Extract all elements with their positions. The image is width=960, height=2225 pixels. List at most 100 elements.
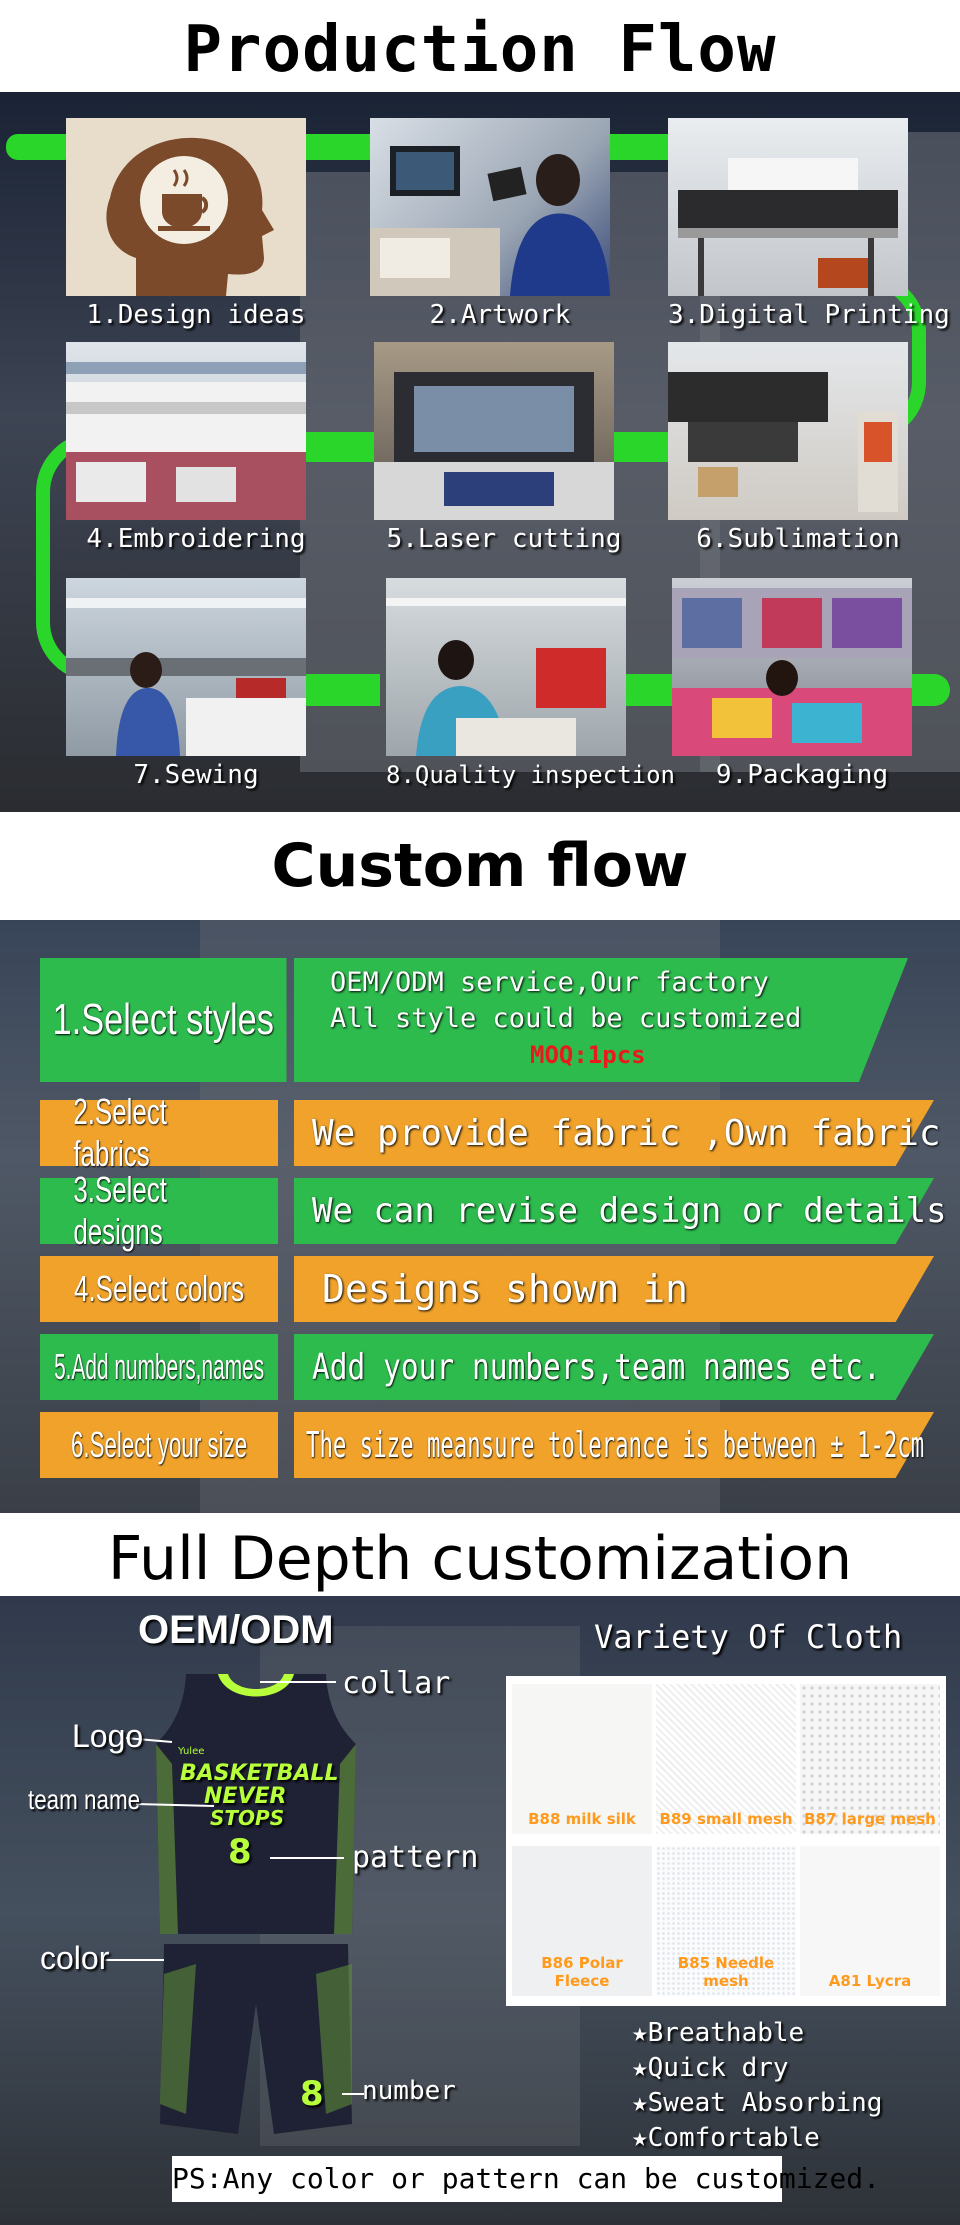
row-label-text: 5.Add numbers,names (53, 1346, 265, 1387)
step-caption: 9.Packaging (715, 760, 889, 790)
row-label-text: 4.Select colors (73, 1268, 244, 1309)
label-logo: Logo (72, 1718, 144, 1754)
flow-connector (300, 674, 380, 706)
feature-item: ★Breathable (632, 2018, 805, 2048)
swatch-label: B86 Polar Fleece (541, 1954, 623, 1990)
step-design-ideas: 1.Design ideas (66, 118, 306, 338)
row-value-banner (294, 1178, 934, 1244)
swatch-lycra: A81 Lycra (800, 1846, 940, 1996)
swatch-label: B88 milk silk (528, 1810, 636, 1828)
flow-connector (300, 134, 380, 160)
custom-flow-title: Custom flow (0, 812, 960, 920)
jersey-number: 8 (228, 1832, 252, 1872)
row-value: Add your numbers,team names etc. (312, 1334, 960, 1400)
step-caption: 2.Artwork (429, 300, 571, 330)
row-label-text: 6.Select your size (70, 1424, 248, 1465)
design-ideas-image (66, 118, 306, 296)
production-flow-panel: 1.Design ideas 2.Artwork (0, 92, 960, 812)
swatch-label: B87 large mesh (804, 1810, 936, 1828)
feature-item: ★Comfortable (632, 2123, 820, 2153)
swatch-small-mesh: B89 small mesh (656, 1684, 796, 1834)
swatch-label: B89 small mesh (659, 1810, 793, 1828)
label-number: number (362, 2076, 456, 2106)
cloth-swatch-grid: B88 milk silk B89 small mesh B87 large m… (506, 1676, 946, 2006)
row-label: 3.Select designs (40, 1169, 278, 1252)
swatch-milk-silk: B88 milk silk (512, 1684, 652, 1834)
flow-connector (600, 134, 680, 160)
step-quality-inspection: 8.Quality inspection (386, 578, 675, 798)
row-value-line: All style could be customized (330, 1002, 802, 1034)
row-label: 2.Select fabrics (40, 1091, 278, 1174)
custom-row-fabrics: 2.Select fabrics We provide fabric ,Own … (40, 1091, 960, 1174)
artwork-image (370, 118, 610, 296)
row-label-text: 2.Select fabrics (73, 1091, 167, 1174)
full-depth-title: Full Depth customization (0, 1513, 960, 1596)
digital-printing-image (668, 118, 908, 296)
jersey-brand-print: Yulee (178, 1746, 205, 1757)
row-value: We can revise design or details (312, 1191, 947, 1231)
step-artwork: 2.Artwork (370, 118, 610, 338)
laser-cutting-image (374, 342, 614, 520)
row-label: 1.Select styles (40, 958, 287, 1082)
label-team-name: team name (28, 1784, 168, 1816)
sublimation-image (668, 342, 908, 520)
feature-item: ★Quick dry (632, 2053, 789, 2083)
step-caption: 3.Digital Printing (668, 300, 950, 330)
row-value: Designs shown in (322, 1267, 689, 1311)
swatch-polar-fleece: B86 Polar Fleece (512, 1846, 652, 1996)
step-sublimation: 6.Sublimation (668, 342, 908, 562)
row-value-text: Add your numbers,team names etc. (312, 1346, 881, 1388)
jersey-print-line: BASKETBALL (180, 1761, 339, 1786)
sewing-image (66, 578, 306, 756)
step-laser-cutting: 5.Laser cutting (374, 342, 621, 562)
oem-odm-heading: OEM/ODM (138, 1608, 334, 1652)
row-value-banner (294, 1334, 934, 1400)
step-caption: 8.Quality inspection (386, 761, 675, 789)
basketball-jersey-image (156, 1674, 356, 2134)
step-caption: 7.Sewing (133, 760, 259, 790)
row-value: The size meansure tolerance is between ±… (306, 1412, 960, 1478)
flow-connector (6, 134, 76, 160)
ps-note: PS:Any color or pattern can be customize… (172, 2156, 880, 2202)
swatch-needle-mesh: B85 Needle mesh (656, 1846, 796, 1996)
label-pattern: pattern (352, 1840, 479, 1875)
step-caption: 1.Design ideas (86, 300, 306, 330)
shorts-number: 8 (300, 2074, 324, 2114)
label-collar: collar (342, 1666, 451, 1701)
moq-note: MOQ:1pcs (530, 1041, 646, 1069)
swatch-label: A81 Lycra (828, 1972, 912, 1990)
production-flow-title: Production Flow (0, 0, 960, 92)
swatch-large-mesh: B87 large mesh (800, 1684, 940, 1834)
flow-connector (300, 432, 380, 462)
step-caption: 6.Sublimation (696, 524, 900, 554)
row-value-text: The size meansure tolerance is between ±… (306, 1424, 925, 1466)
variety-of-cloth-heading: Variety Of Cloth (594, 1618, 903, 1656)
swatch-label: B85 Needle mesh (677, 1954, 775, 1990)
step-sewing: 7.Sewing (66, 578, 306, 798)
row-label: 5.Add numbers,names (40, 1334, 278, 1400)
row-value-banner (294, 1256, 934, 1322)
step-digital-printing: 3.Digital Printing (668, 118, 950, 338)
custom-row-size: 6.Select your size The size meansure tol… (40, 1412, 960, 1478)
row-label: 4.Select colors (40, 1256, 278, 1322)
jersey-print-line: NEVER (204, 1784, 287, 1809)
jersey-print-line: STOPS (210, 1806, 285, 1830)
label-team-name-text: team name (28, 1784, 141, 1815)
row-value-banner (294, 1100, 934, 1166)
quality-inspection-image (386, 578, 626, 756)
step-caption: 4.Embroidering (86, 524, 306, 554)
row-value-banner (294, 958, 908, 1082)
row-value-line: OEM/ODM service,Our factory (330, 966, 769, 998)
custom-row-designs: 3.Select designs We can revise design or… (40, 1169, 960, 1252)
step-caption: 5.Laser cutting (386, 524, 622, 554)
packaging-image (672, 578, 912, 756)
row-label: 6.Select your size (40, 1412, 278, 1478)
custom-flow-panel: 1.Select styles OEM/ODM service,Our fact… (0, 920, 960, 1513)
feature-item: ★Sweat Absorbing (632, 2088, 883, 2118)
custom-row-numbers: 5.Add numbers,names Add your numbers,tea… (40, 1334, 960, 1400)
custom-row-colors: 4.Select colors Designs shown in (40, 1256, 960, 1322)
step-embroidering: 4.Embroidering (66, 342, 306, 562)
row-value: We provide fabric ,Own fabric (312, 1112, 941, 1154)
annotation-lines (104, 1681, 364, 2095)
label-color: color (40, 1940, 110, 1976)
